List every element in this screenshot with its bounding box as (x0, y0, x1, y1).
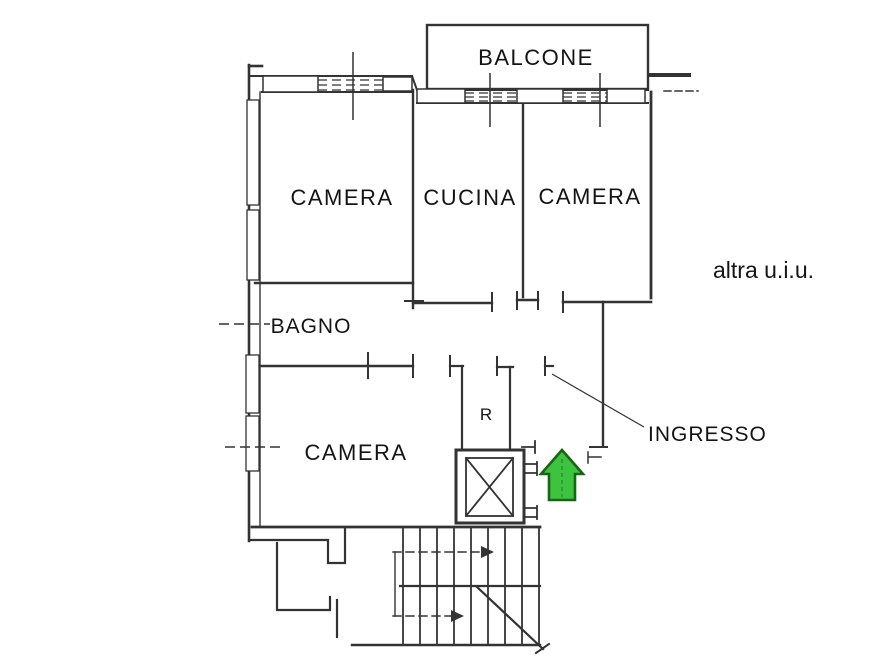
label-balcone: BALCONE (478, 45, 594, 70)
label-camera-bottom: CAMERA (304, 440, 407, 465)
door-jambs (367, 291, 608, 464)
entrance-arrow-icon (538, 448, 586, 502)
label-bagno: BAGNO (271, 315, 352, 338)
labels: BALCONE CAMERA CUCINA CAMERA BAGNO CAMER… (271, 45, 814, 465)
ingresso-leader-line (551, 373, 645, 428)
label-altra-uiu: altra u.i.u. (713, 257, 814, 283)
stairs (350, 526, 551, 655)
label-camera-top-left: CAMERA (290, 185, 393, 210)
windows (219, 52, 646, 472)
elevator-shaft (454, 440, 538, 525)
label-duct-mark: R (480, 405, 492, 424)
label-cucina: CUCINA (423, 185, 516, 210)
label-camera-top-right: CAMERA (538, 184, 641, 209)
label-ingresso: INGRESSO (648, 423, 767, 446)
interior-walls (253, 88, 653, 452)
exterior-walls (247, 63, 699, 639)
